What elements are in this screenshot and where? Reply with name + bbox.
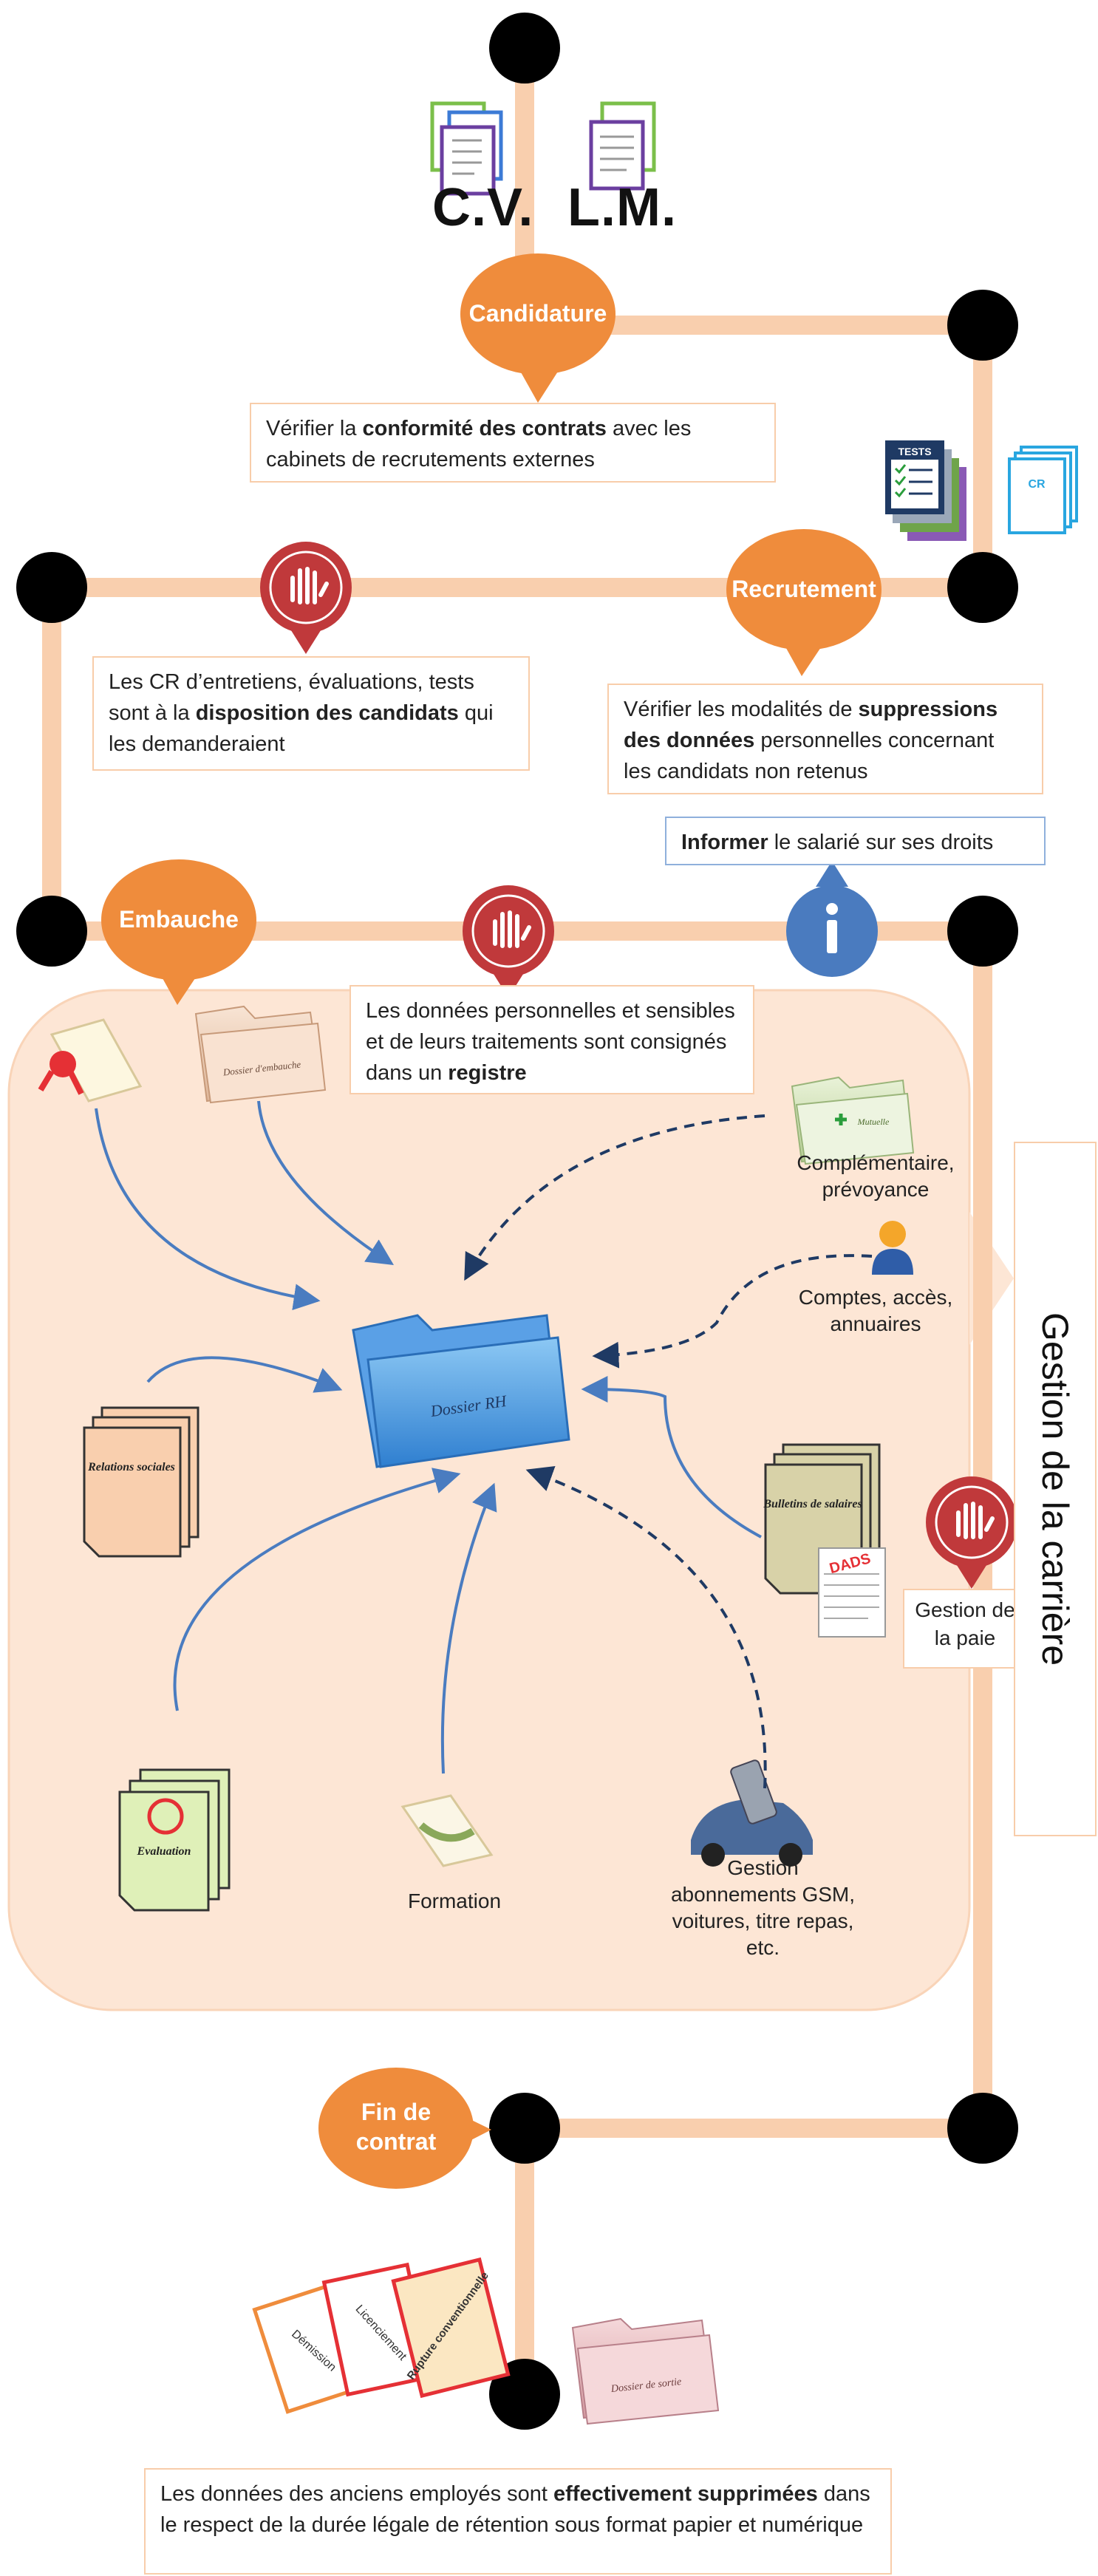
stop-hand-icon [260, 542, 352, 654]
bubble-recrutement [726, 529, 882, 676]
stop-hand-icon [463, 885, 554, 998]
lm-document-icon [589, 101, 656, 191]
node-left-top [16, 552, 87, 623]
candidature-label: Candidature [468, 300, 607, 327]
exit-letters: Démission Licenciement Rupture conventio… [252, 2257, 511, 2414]
cr-label: CR [1028, 478, 1046, 491]
gestion-abonnements-label: Gestion abonnements GSM, voitures, titre… [670, 1856, 856, 1959]
fin-contrat-line1: Fin de [361, 2099, 432, 2125]
dashed-arrows [464, 1114, 873, 1789]
node-candidature [947, 290, 1018, 361]
relations-sociales-docs: Relations sociales [83, 1406, 200, 1558]
bulletins-salaires-label: Bulletins de salaires [763, 1498, 862, 1510]
node-right-embauche [947, 896, 1018, 967]
mutuelle-label: Mutuelle [857, 1117, 890, 1127]
fin-contrat-label: Fin de contrat [318, 2097, 474, 2156]
mutuelle-folder: Mutuelle [791, 1076, 915, 1165]
gestion-paie-label: Gestion de la paie [903, 1589, 1027, 1669]
dossier-embauche-folder: Dossier d'embauche [194, 1005, 327, 1104]
relations-sociales-label: Relations sociales [87, 1461, 175, 1473]
dossier-sortie-folder: Dossier de sortie [571, 2317, 720, 2425]
info-icon [786, 861, 878, 977]
recrutement-label: Recrutement [732, 576, 876, 602]
solid-arrows [95, 1100, 762, 1774]
complementaire-label: Complémentaire, prévoyance [797, 1151, 955, 1201]
embauche-label: Embauche [119, 906, 239, 933]
note-informer: Informer le salarié sur ses droits [665, 817, 1046, 865]
fin-contrat-line2: contrat [355, 2128, 437, 2155]
node-embauche [16, 896, 87, 967]
formation-label: Formation [407, 1890, 502, 1912]
diploma-icon [38, 1018, 143, 1103]
tests-label: TESTS [898, 446, 931, 457]
comptes-label: Comptes, accès, annuaires [798, 1286, 953, 1335]
note-supprimees: Les données des anciens employés sont ef… [144, 2468, 892, 2575]
bulletins-salaires-docs: Bulletins de salaires DADS [763, 1443, 886, 1638]
stop-hand-icon [926, 1476, 1017, 1589]
node-fin-right [947, 2093, 1018, 2164]
note-conformite: Vérifier la conformité des contrats avec… [250, 403, 776, 483]
path-nodes [16, 13, 1018, 2430]
note-disposition: Les CR d’entretiens, évaluations, tests … [92, 656, 530, 771]
note-registre: Les données personnelles et sensibles et… [349, 985, 754, 1094]
gestion-carriere-panel: Gestion de la carrière [1014, 1142, 1097, 1836]
dossier-rh-folder: Dossier RH [352, 1314, 570, 1468]
lm-label: L.M. [567, 178, 677, 237]
tests-icon: TESTS [885, 440, 966, 541]
node-start [489, 13, 560, 84]
gestion-carriere-title: Gestion de la carrière [1034, 1312, 1076, 1666]
cr-icon: CR [1008, 446, 1078, 534]
cv-document-icon [430, 101, 503, 196]
cv-label: C.V. [432, 178, 534, 237]
node-recrutement [947, 552, 1018, 623]
bubble-candidature [460, 253, 616, 403]
evaluation-docs: Evaluation [118, 1768, 231, 1912]
evaluation-label: Evaluation [137, 1845, 191, 1858]
note-suppression: Vérifier les modalités de suppressions d… [607, 684, 1043, 794]
bubble-embauche [101, 859, 256, 1005]
user-account-icon [872, 1221, 913, 1275]
bubble-fin-contrat [318, 2068, 491, 2189]
car-phone-icon [691, 1759, 813, 1867]
formation-scroll-icon [400, 1794, 494, 1867]
node-fin [489, 2093, 560, 2164]
